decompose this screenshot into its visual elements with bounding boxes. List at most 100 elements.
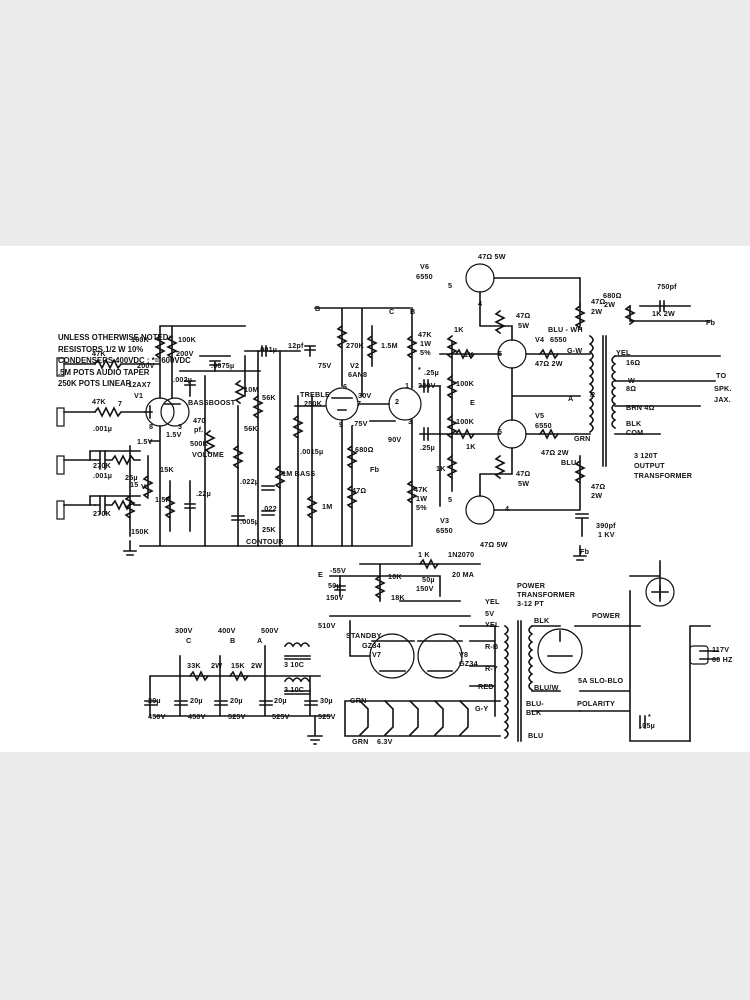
- label-v8: V8: [459, 650, 469, 659]
- label-c-05: .05µ: [640, 721, 655, 730]
- label-v-90: 90V: [388, 435, 402, 444]
- label-r-1k-bias: 1 K: [418, 550, 430, 559]
- tone-stack: [179, 345, 326, 547]
- label-r-47k-1w-a3: 5%: [420, 348, 431, 357]
- label-bus-b2: B: [410, 307, 416, 316]
- label-v1-type: 12AX7: [128, 380, 151, 389]
- note-line: CONDENSERS 400VDC ; *= 600VDC: [58, 356, 191, 365]
- label-sw-power: POWER: [592, 611, 621, 620]
- label-c-0075: .0075µ: [211, 361, 235, 370]
- label-v4: V4: [535, 335, 545, 344]
- v1-plate-loads: [124, 325, 411, 547]
- label-cv-525c: 525V: [318, 712, 336, 721]
- label-v-320: 320V: [418, 381, 436, 390]
- label-pt-5v: 5V: [485, 609, 495, 618]
- label-c-022a: .022µ: [240, 477, 260, 486]
- label-pt-title1: POWER: [517, 581, 546, 590]
- label-c-25-b: .25µ: [420, 443, 435, 452]
- label-c-750pf: 750pf: [657, 282, 677, 291]
- label-wire-blk: BLK: [626, 419, 642, 428]
- label-wire-brn: BRN 4Ω: [626, 403, 655, 412]
- label-wire-w: W: [628, 376, 635, 385]
- label-r-1k-a: 1K: [454, 325, 464, 334]
- label-pin: 6: [343, 382, 348, 391]
- label-r-47k-1w-b2: 1W: [416, 494, 428, 503]
- label-c-12pf: 12pf: [288, 341, 304, 350]
- label-pin: 5: [498, 349, 503, 358]
- label-c-25-v2: V: [141, 482, 146, 491]
- label-c-50a: 50µ: [328, 581, 341, 590]
- label-r-680: 680Ω: [355, 445, 374, 454]
- label-r-270k-a: 270K: [93, 461, 111, 470]
- label-v-200-b: 200V: [176, 349, 194, 358]
- label-c-390: 390pf: [596, 521, 616, 530]
- label-pt-blk: BLK: [534, 616, 550, 625]
- label-node-a: A: [568, 394, 574, 403]
- label-pin: 4: [505, 504, 510, 513]
- label-pt-red: RED: [478, 682, 494, 691]
- label-r-270k-b: 270K: [93, 509, 111, 518]
- label-r-47-5w-b: 47Ω: [516, 311, 531, 320]
- label-c-50a-v: 150V: [326, 593, 344, 602]
- label-r-150k: 150K: [131, 527, 149, 536]
- label-v2-type: 6AN8: [348, 370, 368, 379]
- label-c-25-a: .25µ: [424, 368, 439, 377]
- label-v-30: 30V: [358, 391, 372, 400]
- label-cv-450a: 450V: [148, 712, 166, 721]
- label-r-100k-a: 100K: [131, 335, 149, 344]
- label-c-25-v: 15: [130, 480, 139, 489]
- tube-v2: [304, 307, 422, 547]
- note-line: .5M POTS AUDIO TAPER: [58, 367, 150, 377]
- bias-supply: [329, 558, 481, 617]
- output-transformer: [588, 300, 721, 467]
- label-v-75b: .75V: [352, 419, 368, 428]
- label-r-47-5w-c2: 5W: [518, 479, 530, 488]
- input-resistors: [89, 358, 161, 515]
- label-r-33k: 33K: [187, 661, 201, 670]
- label-r-1k-c: 1K: [466, 442, 476, 451]
- label-gz34-a: GZ34: [362, 641, 381, 650]
- label-r-18k: 18K: [391, 593, 405, 602]
- label-pt-blu-blk: BLU-: [526, 699, 544, 708]
- label-pin: 4: [478, 299, 483, 308]
- label-r-47-2w-d2: 2W: [591, 491, 603, 500]
- note-line: RESISTORS 1/2 W 10%: [58, 344, 144, 354]
- rectifiers: [349, 620, 496, 717]
- notes-block: UNLESS OTHERWISE NOTED: RESISTORS 1/2 W …: [58, 332, 191, 390]
- label-c-470: 470: [193, 416, 206, 425]
- label-ot-1: 3 120T: [634, 451, 658, 460]
- label-r-56k-b: 56K: [244, 424, 258, 433]
- label-cv-525a: 525V: [228, 712, 246, 721]
- heater-string: [344, 699, 501, 737]
- label-v-300: 300V: [175, 626, 193, 635]
- label-c-20d: 20µ: [274, 696, 287, 705]
- label-pin: 5: [498, 427, 503, 436]
- label-pt-ry: R-Y: [485, 664, 498, 673]
- label-v3-type: 6550: [436, 526, 453, 535]
- label-r-47-2w-b: 47Ω 2W: [541, 448, 569, 457]
- label-r-47-5w-a: 47Ω 5W: [478, 252, 506, 261]
- label-c-30: 30µ: [320, 696, 333, 705]
- label-c-001c: .001µ: [258, 345, 278, 354]
- label-c-022b: .022: [262, 504, 277, 513]
- label-v-75: 75V: [318, 361, 332, 370]
- label-bus-c2: C: [186, 636, 192, 645]
- label-mains1: 117V: [712, 645, 730, 654]
- label-cv-450b: 450V: [188, 712, 206, 721]
- label-bassboost: BASSBOOST: [188, 398, 236, 407]
- label-pt-yel: YEL: [485, 620, 500, 629]
- label-r-47-5w-c: 47Ω: [516, 469, 531, 478]
- output-tubes: [465, 263, 591, 537]
- label-r-47-2w-d: 47Ω: [591, 482, 606, 491]
- label-r-47-5w-d: 47Ω 5W: [480, 540, 508, 549]
- label-c-470-unit: pf.: [194, 425, 204, 434]
- label-r-47k-1w-b3: 5%: [416, 503, 427, 512]
- label-v-1-5a: 1.5V: [137, 437, 153, 446]
- label-treble: TREBLE: [300, 390, 330, 399]
- note-line: UNLESS OTHERWISE NOTED:: [58, 333, 171, 342]
- label-pot-bass: 1M BASS: [282, 469, 316, 478]
- label-r-270k-c: 270K: [346, 341, 364, 350]
- label-pin: 7: [118, 399, 123, 408]
- label-r-100k-c: 100K: [456, 379, 474, 388]
- label-cv-525b: 525V: [272, 712, 290, 721]
